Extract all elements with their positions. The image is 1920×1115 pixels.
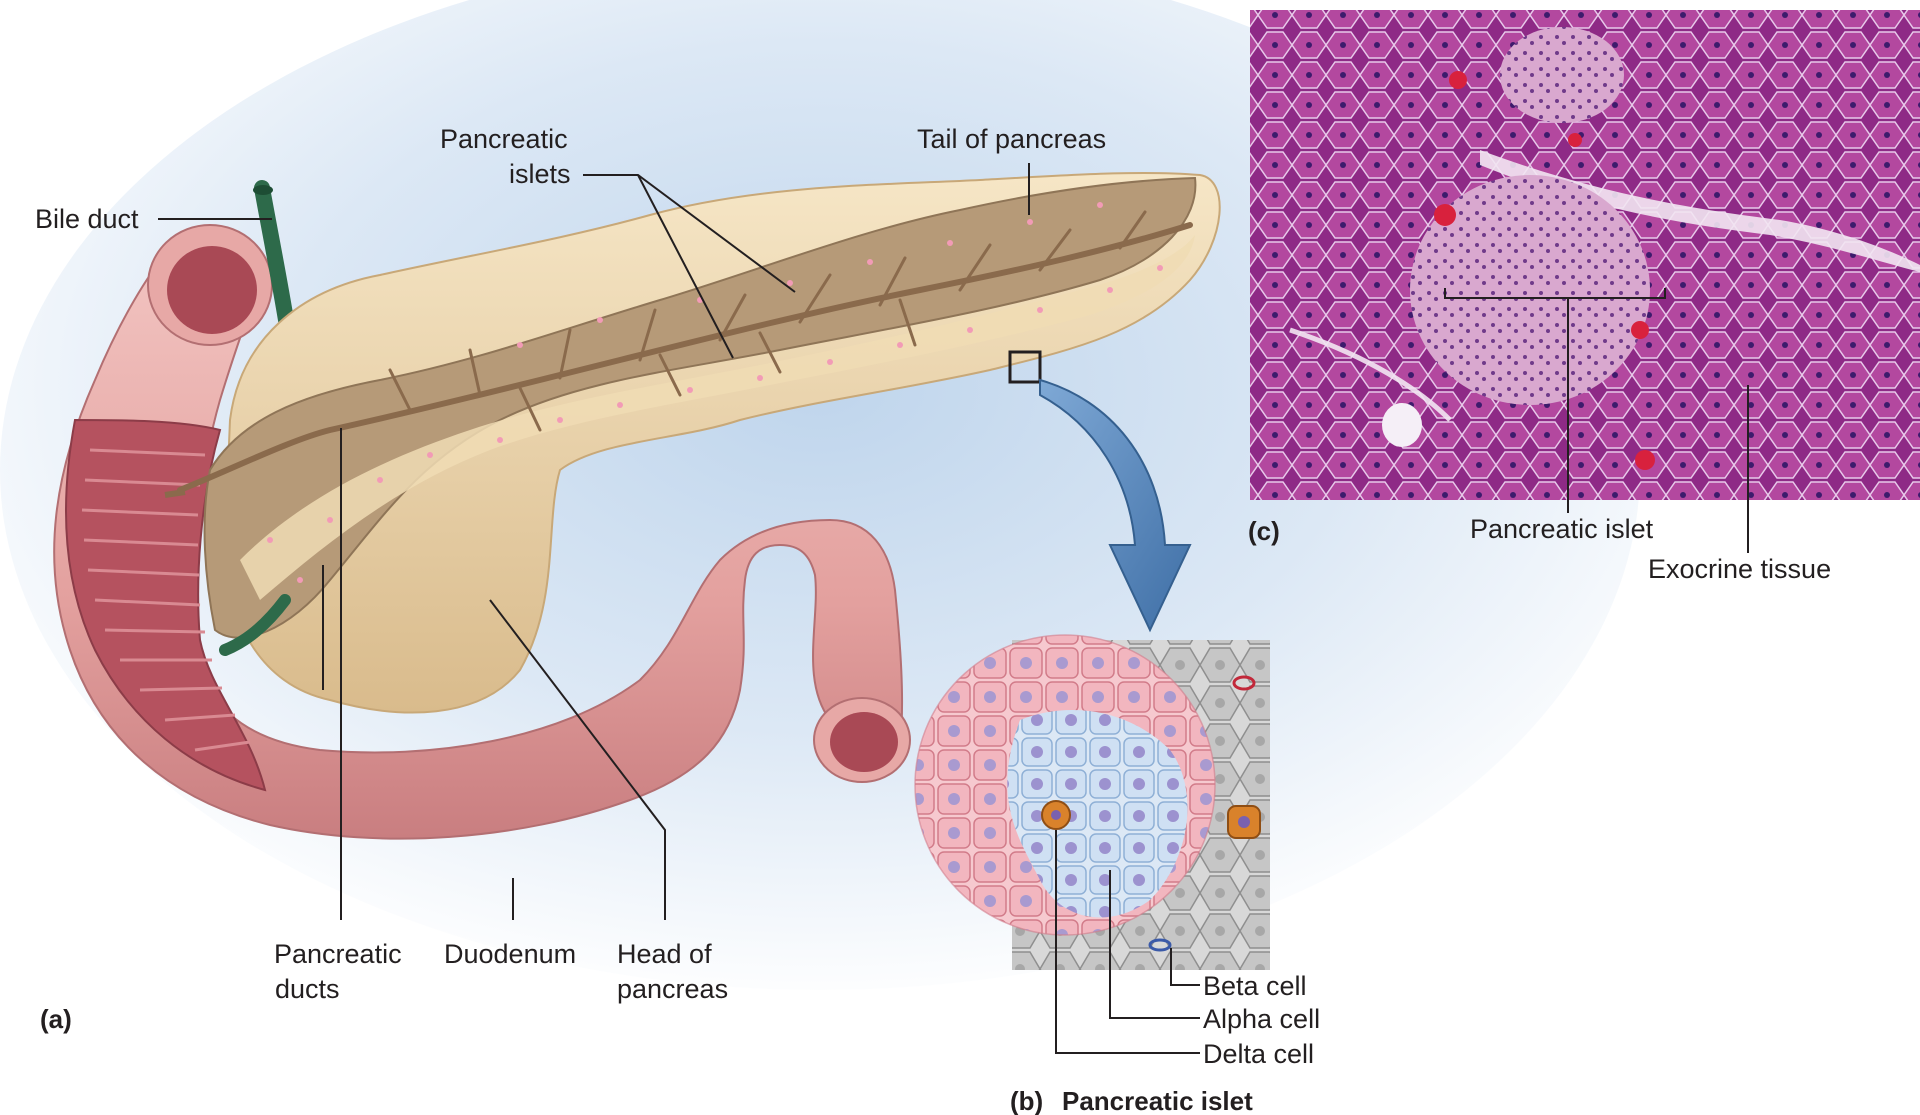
delta-cell-leader bbox=[1055, 830, 1200, 1054]
label-head-of-pancreas-2: pancreas bbox=[617, 974, 728, 1004]
anatomy-illustration bbox=[53, 171, 1221, 840]
label-pancreatic-islet: Pancreatic islet bbox=[1470, 514, 1654, 544]
panel-title-b: Pancreatic islet bbox=[1062, 1086, 1253, 1115]
pancreas-cut-surface bbox=[203, 176, 1197, 639]
zoom-box bbox=[1008, 350, 1042, 384]
label-bile-duct: Bile duct bbox=[35, 204, 139, 234]
label-exocrine-tissue: Exocrine tissue bbox=[1648, 554, 1831, 584]
label-delta-cell: Delta cell bbox=[1203, 1039, 1314, 1069]
label-head-of-pancreas-1: Head of bbox=[617, 939, 712, 969]
micrograph-islet-bracket bbox=[1444, 288, 1666, 299]
label-beta-cell: Beta cell bbox=[1203, 971, 1307, 1001]
panel-label-a: (a) bbox=[40, 1004, 72, 1034]
duodenum-folds bbox=[81, 448, 251, 752]
label-pancreatic-ducts-1: Pancreatic bbox=[274, 939, 402, 969]
micrograph bbox=[1250, 10, 1920, 500]
pancreatic-ducts-leader bbox=[322, 428, 342, 920]
label-pancreatic-ducts-2: ducts bbox=[275, 974, 340, 1004]
head-of-pancreas-leader bbox=[489, 599, 666, 920]
pancreatic-islets-leader bbox=[583, 174, 796, 359]
islet-drawing bbox=[914, 634, 1270, 1054]
islet-dots bbox=[267, 202, 1163, 583]
panel-label-b: (b) bbox=[1010, 1086, 1043, 1115]
label-alpha-cell: Alpha cell bbox=[1203, 1004, 1320, 1034]
pancreatic-duct-network bbox=[177, 210, 1193, 493]
beta-cell-cluster bbox=[1007, 710, 1188, 918]
micrograph-islet-small bbox=[1500, 27, 1624, 123]
panel-label-c: (c) bbox=[1248, 516, 1280, 546]
label-tail-of-pancreas: Tail of pancreas bbox=[917, 124, 1106, 154]
micrograph-islet-large bbox=[1410, 175, 1650, 405]
label-pancreatic-islets-2: islets bbox=[509, 159, 571, 189]
alpha-cell-leader bbox=[1109, 870, 1200, 1019]
beta-cell-leader bbox=[1170, 948, 1200, 986]
label-pancreatic-islets-1: Pancreatic bbox=[440, 124, 568, 154]
label-duodenum: Duodenum bbox=[444, 939, 576, 969]
zoom-arrow bbox=[1039, 378, 1192, 633]
